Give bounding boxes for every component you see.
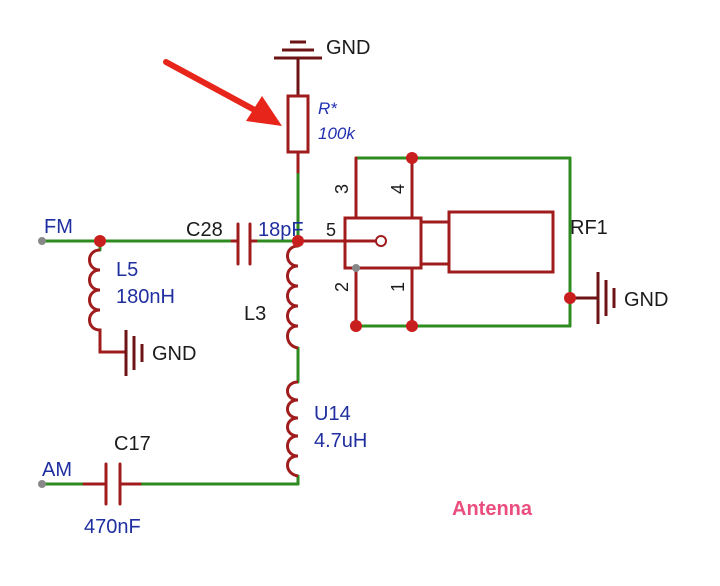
- rf1-pin-1: 1: [388, 282, 408, 292]
- resistor-ref: R*: [318, 99, 338, 118]
- c17-value: 470nF: [84, 516, 141, 538]
- fm-label: FM: [44, 216, 73, 238]
- inductor-l5: [88, 248, 126, 354]
- capacitor-c28: [230, 222, 258, 266]
- watermark-text: Antenna: [452, 498, 533, 520]
- inductor-u14: [286, 380, 299, 478]
- l5-value: 180nH: [116, 286, 175, 308]
- resistor-r-star: [286, 94, 310, 174]
- l5-ref: L5: [116, 259, 138, 281]
- wires: [40, 156, 572, 486]
- l3-ref: L3: [244, 303, 266, 325]
- capacitor-c17: [82, 462, 142, 506]
- inductor-l3: [286, 244, 299, 350]
- rf1-pin-3: 3: [332, 184, 352, 194]
- u14-value: 4.7uH: [314, 430, 367, 452]
- gnd-symbol-top: [274, 40, 322, 96]
- rf1-pin-2: 2: [332, 282, 352, 292]
- resistor-value: 100k: [318, 124, 356, 143]
- fm-port: [38, 237, 46, 245]
- u14-ref: U14: [314, 403, 351, 425]
- gnd-label-l5: GND: [152, 343, 196, 365]
- am-label: AM: [42, 459, 72, 481]
- rf1-pin-4: 4: [388, 184, 408, 194]
- junction-rf1-pin2: [350, 320, 362, 332]
- rf1-pin2-marker: [352, 264, 360, 272]
- junction-fm-l5: [94, 235, 106, 247]
- am-port: [38, 480, 46, 488]
- junction-rf1-gnd: [564, 292, 576, 304]
- junctions: [94, 152, 576, 332]
- gnd-label-rf1: GND: [624, 289, 668, 311]
- junction-main-node: [292, 235, 304, 247]
- junction-rf1-pin4: [406, 152, 418, 164]
- gnd-symbol-rf1: [570, 272, 616, 324]
- c28-value: 18pF: [258, 219, 304, 241]
- gnd-symbol-l5: [124, 330, 144, 376]
- c17-ref: C17: [114, 433, 151, 455]
- rf1-ref: RF1: [570, 217, 608, 239]
- c28-ref: C28: [186, 219, 223, 241]
- junction-rf1-pin1: [406, 320, 418, 332]
- rf-connector-rf1: [296, 156, 555, 328]
- annotation-arrow: [163, 59, 282, 126]
- gnd-label-top: GND: [326, 37, 370, 59]
- rf1-pin-5: 5: [326, 220, 336, 240]
